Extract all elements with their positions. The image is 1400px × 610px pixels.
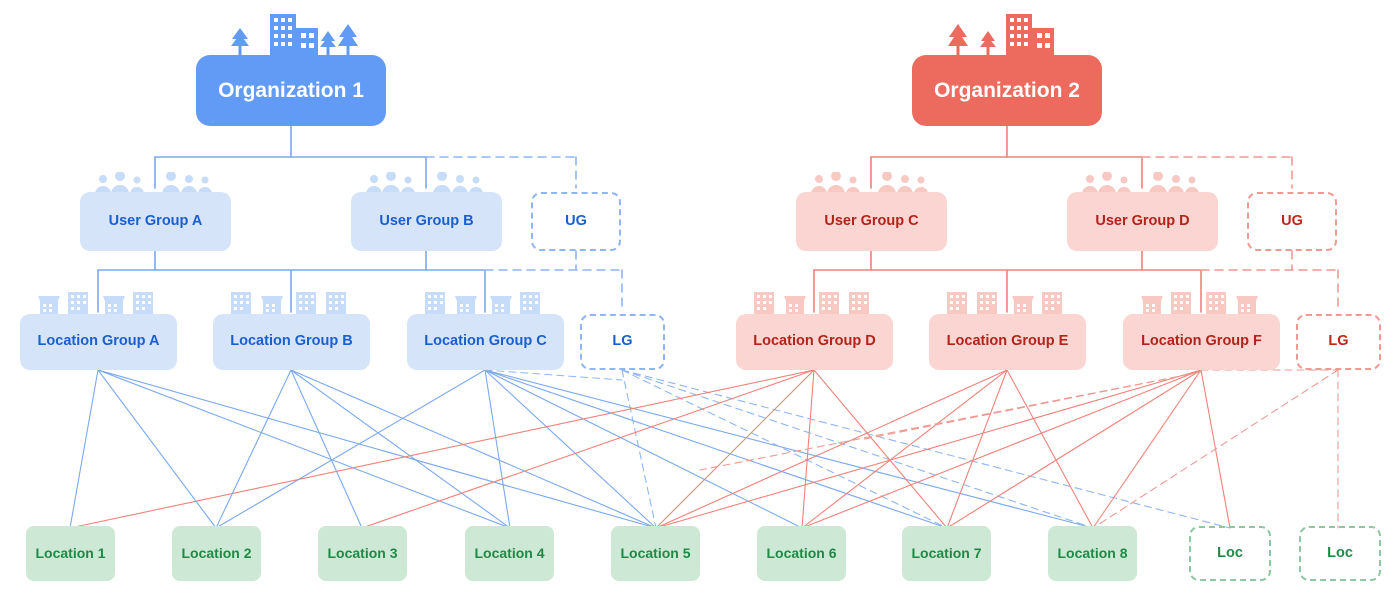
location-group-placeholder-blue-label: LG	[612, 333, 633, 350]
location-1-label: Location 1	[35, 544, 106, 561]
user-group-d-node[interactable]: User Group D	[1067, 192, 1218, 251]
location-5-node[interactable]: Location 5	[611, 526, 700, 581]
user-group-c-label: User Group C	[824, 212, 919, 229]
user-group-a-label: User Group A	[108, 212, 203, 229]
user-group-c-node[interactable]: User Group C	[796, 192, 947, 251]
location-7-node[interactable]: Location 7	[902, 526, 991, 581]
location-3-label: Location 3	[327, 544, 398, 561]
location-group-f-label: Location Group F	[1141, 333, 1262, 350]
people-group-icon	[1080, 172, 1204, 194]
location-group-placeholder-blue[interactable]: LG	[580, 314, 665, 370]
user-group-b-label: User Group B	[379, 212, 474, 229]
shops-buildings-icon	[229, 288, 353, 314]
location-group-a-node[interactable]: Location Group A	[20, 314, 177, 370]
shops-buildings-icon	[752, 288, 876, 314]
location-4-node[interactable]: Location 4	[465, 526, 554, 581]
city-buildings-trees-icon	[224, 12, 360, 58]
shops-buildings-icon	[945, 288, 1069, 314]
location-6-node[interactable]: Location 6	[757, 526, 846, 581]
location-group-placeholder-red[interactable]: LG	[1296, 314, 1381, 370]
location-group-c-label: Location Group C	[424, 333, 547, 350]
location-group-b-label: Location Group B	[230, 333, 353, 350]
location-4-label: Location 4	[474, 544, 545, 561]
organization-2-node[interactable]: Organization 2	[912, 55, 1102, 126]
location-6-label: Location 6	[766, 544, 837, 561]
organization-1-label: Organization 1	[218, 78, 364, 102]
organization-2-label: Organization 2	[934, 78, 1080, 102]
location-8-node[interactable]: Location 8	[1048, 526, 1137, 581]
location-group-e-label: Location Group E	[946, 333, 1069, 350]
user-group-b-node[interactable]: User Group B	[351, 192, 502, 251]
location-7-label: Location 7	[911, 544, 982, 561]
people-group-icon	[809, 172, 933, 194]
user-group-placeholder-blue-label: UG	[565, 212, 587, 229]
location-1-node[interactable]: Location 1	[26, 526, 115, 581]
location-group-d-label: Location Group D	[753, 333, 876, 350]
shops-buildings-icon	[423, 288, 547, 314]
city-buildings-trees-icon	[940, 12, 1076, 58]
user-group-placeholder-red-label: UG	[1281, 212, 1303, 229]
user-group-placeholder-red[interactable]: UG	[1247, 192, 1337, 251]
organization-1-node[interactable]: Organization 1	[196, 55, 386, 126]
location-group-placeholder-red-label: LG	[1328, 333, 1349, 350]
location-group-a-label: Location Group A	[37, 333, 160, 350]
location-placeholder-2-label: Loc	[1327, 544, 1353, 561]
location-8-label: Location 8	[1057, 544, 1128, 561]
shops-buildings-icon	[36, 288, 160, 314]
user-group-a-node[interactable]: User Group A	[80, 192, 231, 251]
people-group-icon	[93, 172, 217, 194]
location-placeholder-1-label: Loc	[1217, 544, 1243, 561]
location-group-d-node[interactable]: Location Group D	[736, 314, 893, 370]
people-group-icon	[364, 172, 488, 194]
location-group-e-node[interactable]: Location Group E	[929, 314, 1086, 370]
location-placeholder-1[interactable]: Loc	[1189, 526, 1271, 581]
location-3-node[interactable]: Location 3	[318, 526, 407, 581]
location-placeholder-2[interactable]: Loc	[1299, 526, 1381, 581]
user-group-placeholder-blue[interactable]: UG	[531, 192, 621, 251]
location-group-b-node[interactable]: Location Group B	[213, 314, 370, 370]
location-2-node[interactable]: Location 2	[172, 526, 261, 581]
location-5-label: Location 5	[620, 544, 691, 561]
location-group-c-node[interactable]: Location Group C	[407, 314, 564, 370]
user-group-d-label: User Group D	[1095, 212, 1190, 229]
location-group-f-node[interactable]: Location Group F	[1123, 314, 1280, 370]
location-2-label: Location 2	[181, 544, 252, 561]
shops-buildings-icon	[1139, 288, 1263, 314]
